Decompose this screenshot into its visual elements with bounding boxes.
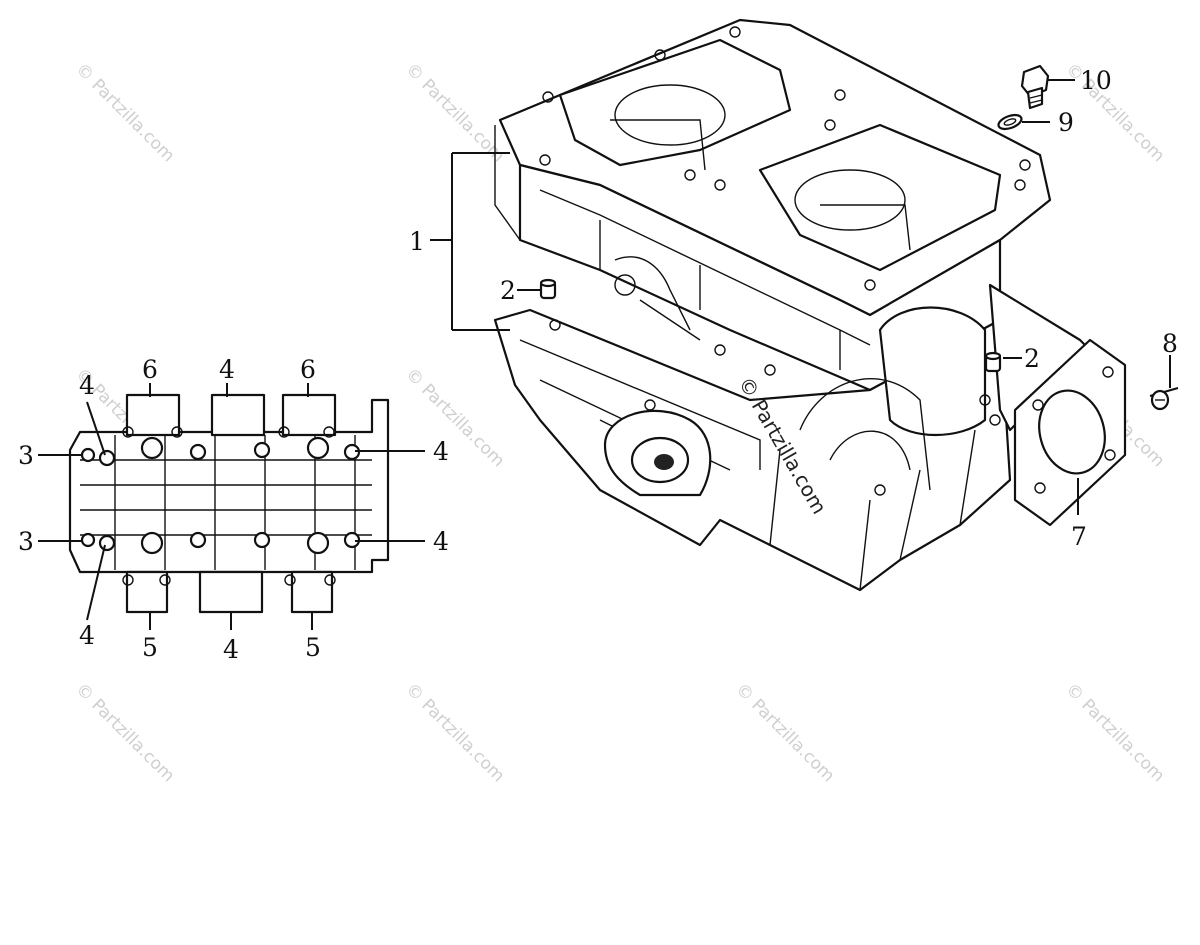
bottom-view-bosses <box>80 426 361 586</box>
callout-6-right: 6 <box>300 355 316 384</box>
callout-3-lower: 3 <box>18 527 34 556</box>
callout-4-right-upper: 4 <box>433 437 449 466</box>
watermark: © Partzilla.com <box>401 59 508 166</box>
callout-10: 10 <box>1080 66 1112 95</box>
callout-9: 9 <box>1058 108 1074 137</box>
watermark: © Partzilla.com <box>71 679 178 786</box>
dowel-pin-part-2-upper <box>539 278 557 300</box>
cylinder-bore-right <box>758 123 1002 272</box>
dowel-pin-part-2-lower <box>984 351 1002 373</box>
gasket-part-7 <box>1013 338 1127 527</box>
tab-top-center <box>210 393 266 437</box>
callout-lines-right <box>430 79 1171 515</box>
screw-part-8 <box>1149 387 1179 411</box>
callout-5-left: 5 <box>142 633 158 662</box>
flange-bolt-holes <box>539 26 1031 291</box>
callout-7: 7 <box>1071 522 1087 551</box>
mount-boss <box>614 256 701 341</box>
crankcase-web <box>799 378 931 491</box>
crankcase-bottom-view <box>68 393 390 614</box>
callout-8: 8 <box>1162 329 1178 358</box>
callout-lines-left <box>38 383 425 630</box>
callout-labels: 1 2 2 7 8 9 10 4 6 4 6 3 4 3 4 4 5 4 5 <box>18 66 1178 664</box>
callout-4-top-left: 4 <box>79 371 95 400</box>
tab-top-right <box>281 393 337 437</box>
watermark: © Partzilla.com <box>1061 59 1168 166</box>
callout-6-left: 6 <box>142 355 158 384</box>
callout-2-lower: 2 <box>1024 344 1040 373</box>
callout-5-right: 5 <box>305 633 321 662</box>
side-wall-ribs <box>494 125 871 370</box>
callout-2-upper: 2 <box>500 276 516 305</box>
bore-ring-right <box>794 169 906 231</box>
crankcase-assembly <box>493 18 1092 592</box>
watermark: © Partzilla.com <box>71 59 178 166</box>
callout-1: 1 <box>409 227 425 256</box>
callout-3-upper: 3 <box>18 441 34 470</box>
lower-case-body <box>493 308 1012 592</box>
watermark: © Partzilla.com <box>731 679 838 786</box>
tab-top-left <box>125 393 181 437</box>
watermark: © Partzilla.com <box>401 364 508 471</box>
bore-ring-left <box>614 84 726 146</box>
callout-4-bottom-left: 4 <box>79 621 95 650</box>
watermark: © Partzilla.com <box>401 679 508 786</box>
cylinder-bore-left <box>558 38 792 167</box>
callout-4-bottom-center: 4 <box>223 635 239 664</box>
drain-plug-part-10 <box>1020 64 1050 110</box>
mount-hole <box>614 274 636 296</box>
watermark: © Partzilla.com <box>1061 679 1168 786</box>
bore-shadow <box>610 119 911 251</box>
callout-4-top-center: 4 <box>219 355 235 384</box>
tab-bottom-center <box>198 570 264 614</box>
crank-saddle-rear <box>878 306 987 436</box>
washer-part-9 <box>997 113 1023 131</box>
crank-bore-shadow <box>654 454 674 470</box>
callout-4-right-lower: 4 <box>433 527 449 556</box>
lower-case-bolt-holes <box>549 319 1001 496</box>
